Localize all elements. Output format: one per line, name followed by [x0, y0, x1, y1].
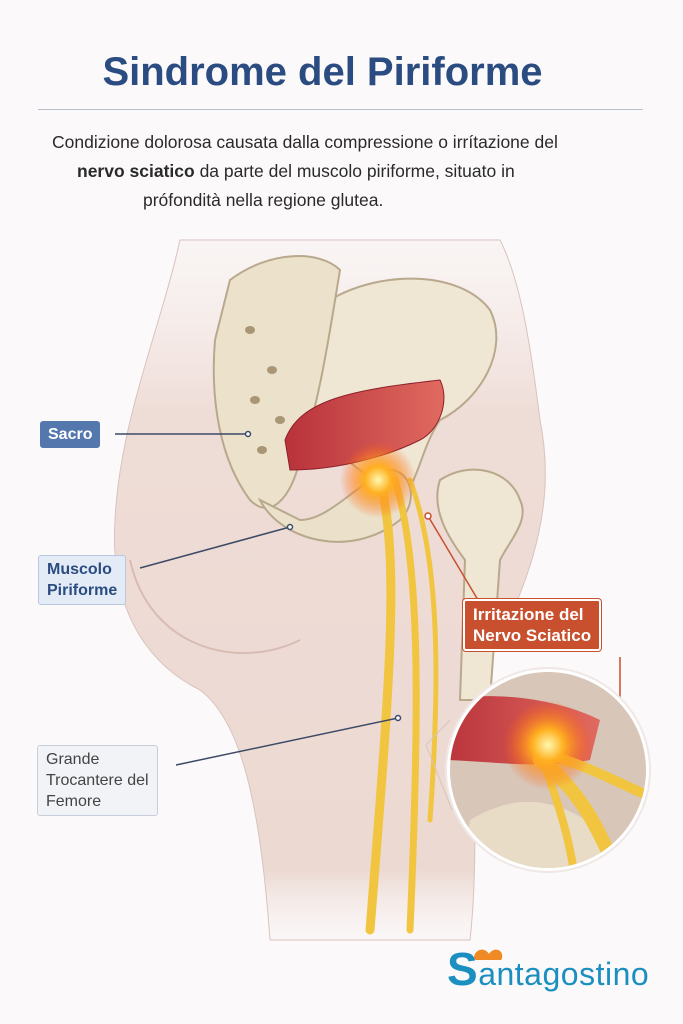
- page-title: Sindrome del Piriforme: [102, 50, 543, 94]
- label-grande-trocantere: Grande Trocantere del Femore: [37, 745, 158, 816]
- logo-initial: S: [447, 943, 479, 995]
- label-line: Piriforme: [47, 582, 118, 599]
- label-line: Nervo Sciatico: [473, 626, 592, 645]
- label-muscolo-piriforme: Muscolo Piriforme: [38, 555, 127, 605]
- label-line: Muscolo: [47, 561, 112, 578]
- label-line: Trocantere del: [46, 772, 149, 789]
- label-sacro: Sacro: [40, 421, 101, 448]
- nerve-highlight: nervo sciatico: [77, 161, 195, 181]
- santagostino-logo: Santagostino: [447, 942, 649, 996]
- title-divider: [38, 109, 643, 110]
- nerve-closeup-inset: [425, 667, 651, 873]
- description-line-2-rest: da parte del muscolo piriforme, situato …: [194, 161, 515, 181]
- description-line-2: nervo sciatico da parte del muscolo piri…: [0, 161, 683, 182]
- label-line: Irritazione del: [473, 605, 584, 624]
- label-line: Femore: [46, 793, 102, 810]
- femur-bone: [436, 468, 524, 701]
- logo-text: antagostino: [478, 956, 650, 992]
- description-line-3: prófondità nella regione glutea.: [143, 190, 384, 210]
- label-line: Grande: [46, 751, 100, 768]
- irritation-glow: [340, 442, 416, 518]
- label-irritazione-nervo: Irritazione del Nervo Sciatico: [463, 599, 602, 651]
- description-line-1: Condizione dolorosa causata dalla compre…: [52, 132, 558, 152]
- anatomy-illustration: [113, 239, 651, 960]
- logo-heart-icon: [474, 949, 503, 960]
